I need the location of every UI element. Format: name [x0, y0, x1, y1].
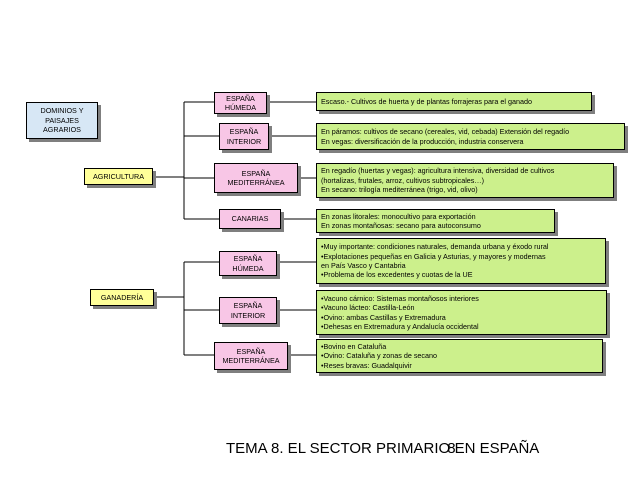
region-label: ESPAÑA HÚMEDA	[224, 93, 257, 112]
desc-gan-humeda: •Muy importante: condiciones naturales, …	[316, 238, 606, 284]
desc-line: •Vacuno cárnico: Sistemas montañosos int…	[321, 293, 479, 303]
desc-line: •Bovino en Cataluña	[321, 341, 387, 351]
desc-line: Escaso.- Cultivos de huerta y de plantas…	[321, 96, 532, 106]
region-label: CANARIAS	[231, 214, 269, 224]
region-agri-interior: ESPAÑA INTERIOR	[219, 123, 269, 150]
region-gan-interior: ESPAÑA INTERIOR	[219, 297, 277, 324]
region-agri-humeda: ESPAÑA HÚMEDA	[214, 92, 267, 114]
root-label: DOMINIOS Y PAISAJES AGRARIOS	[40, 106, 84, 135]
desc-line: •Dehesas en Extremadura y Andalucía occi…	[321, 321, 479, 331]
desc-line: (hortalizas, frutales, arroz, cultivos s…	[321, 175, 484, 185]
branch-agricultura: AGRICULTURA	[84, 168, 153, 185]
root-box: DOMINIOS Y PAISAJES AGRARIOS	[26, 102, 98, 139]
desc-line: •Ovino: ambas Castillas y Extremadura	[321, 312, 446, 322]
page-number: 8	[447, 440, 456, 457]
desc-line: •Vacuno lácteo: Castilla-León	[321, 303, 415, 313]
desc-line: En zonas montañosas: secano para autocon…	[321, 221, 481, 230]
desc-line: •Explotaciones pequeñas en Galicia y Ast…	[321, 251, 546, 261]
region-agri-canarias: CANARIAS	[219, 209, 281, 229]
region-label: ESPAÑA INTERIOR	[230, 301, 266, 320]
desc-line: •Ovino: Cataluña y zonas de secano	[321, 351, 437, 361]
branch-ganaderia: GANADERÍA	[90, 289, 154, 306]
desc-line: En zonas litorales: monocultivo para exp…	[321, 211, 476, 221]
footer-title: TEMA 8. EL SECTOR PRIMARIO8EN ESPAÑA	[226, 440, 586, 457]
region-gan-humeda: ESPAÑA HÚMEDA	[219, 251, 277, 276]
desc-line: •Problema de los excedentes y cuotas de …	[321, 270, 473, 280]
region-label: ESPAÑA HÚMEDA	[232, 254, 264, 273]
desc-gan-interior: •Vacuno cárnico: Sistemas montañosos int…	[316, 290, 607, 335]
footer-text: TEMA 8. EL SECTOR PRIMARIO	[226, 440, 451, 457]
branch-label-agricultura: AGRICULTURA	[93, 171, 144, 181]
branch-label-ganaderia: GANADERÍA	[100, 292, 144, 302]
desc-line: en País Vasco y Cantabria	[321, 261, 406, 270]
region-label: ESPAÑA INTERIOR	[226, 127, 262, 146]
desc-agri-interior: En páramos: cultivos de secano (cereales…	[316, 123, 625, 150]
desc-agri-canarias: En zonas litorales: monocultivo para exp…	[316, 209, 555, 233]
desc-line: En secano: trilogía mediterránea (trigo,…	[321, 185, 478, 195]
desc-agri-humeda: Escaso.- Cultivos de huerta y de plantas…	[316, 92, 592, 111]
desc-line: •Reses bravas: Guadalquivir	[321, 360, 412, 370]
footer-text-end: EN ESPAÑA	[454, 440, 540, 457]
desc-gan-mediterranea: •Bovino en Cataluña •Ovino: Cataluña y z…	[316, 339, 603, 373]
region-gan-mediterranea: ESPAÑA MEDITERRÁNEA	[214, 342, 288, 370]
region-agri-mediterranea: ESPAÑA MEDITERRÁNEA	[214, 163, 298, 193]
desc-line: •Muy importante: condiciones naturales, …	[321, 242, 549, 252]
desc-line: En vegas: diversificación de la producci…	[321, 136, 524, 146]
desc-agri-mediterranea: En regadío (huertas y vegas): agricultur…	[316, 163, 614, 198]
desc-line: En páramos: cultivos de secano (cereales…	[321, 127, 570, 137]
region-label: ESPAÑA MEDITERRÁNEA	[227, 168, 285, 187]
region-label: ESPAÑA MEDITERRÁNEA	[222, 346, 280, 365]
desc-line: En regadío (huertas y vegas): agricultur…	[321, 166, 555, 176]
